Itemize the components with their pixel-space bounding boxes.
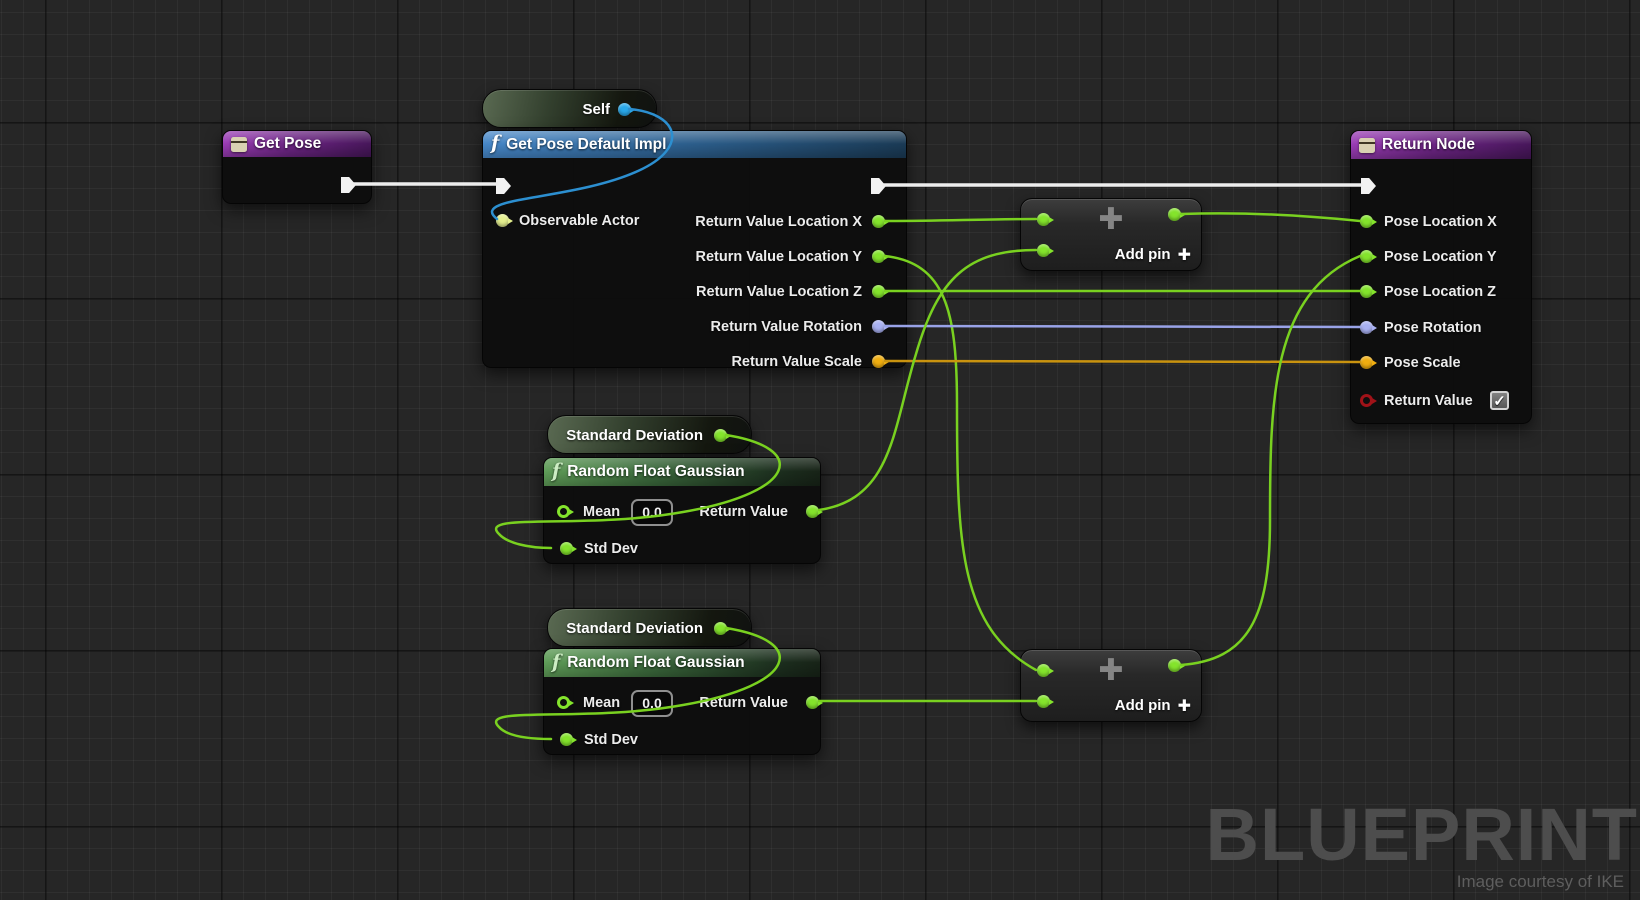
standard-deviation-label: Standard Deviation <box>566 620 703 637</box>
return-value-location-y-pin[interactable] <box>872 250 889 263</box>
node-rfg2-header[interactable]: f Random Float Gaussian <box>544 649 820 677</box>
node-rfg1-header[interactable]: f Random Float Gaussian <box>544 458 820 486</box>
mean-input-pin[interactable] <box>557 696 574 709</box>
node-get-pose-default-impl[interactable]: f Get Pose Default Impl Observable Actor… <box>482 130 907 370</box>
exec-input-pin[interactable] <box>496 178 511 194</box>
wire-rotation-to-pose-rotation <box>883 324 1362 329</box>
watermark-credit: Image courtesy of IKE <box>1456 872 1624 891</box>
node-get-pose-title: Get Pose <box>254 135 322 152</box>
pose-location-z-label: Pose Location Z <box>1384 284 1496 300</box>
node-random-float-gaussian-1[interactable]: f Random Float Gaussian Mean 0.0 Return … <box>543 457 823 564</box>
function-entry-icon <box>231 136 247 152</box>
node-rfg1-title: Random Float Gaussian <box>567 463 745 480</box>
mean-label: Mean <box>583 504 621 520</box>
function-icon: f <box>491 132 500 154</box>
pose-location-x-pin[interactable] <box>1360 215 1377 228</box>
mean-value-field[interactable]: 0.0 <box>631 690 673 717</box>
add-pin-plus-icon: ✚ <box>1177 696 1191 715</box>
node-return[interactable]: Return Node Pose Location X Pose Locatio… <box>1350 130 1532 424</box>
add-plus-icon: ✚ <box>1098 653 1124 688</box>
add-pin-label: Add pin <box>1114 246 1171 263</box>
wire-scale-to-pose-scale <box>883 359 1362 364</box>
return-value-label: Return Value <box>1384 393 1473 409</box>
add-pin-button[interactable]: Add pin ✚ <box>1115 245 1191 264</box>
standard-deviation-label: Standard Deviation <box>566 427 703 444</box>
pose-rotation-label: Pose Rotation <box>1384 320 1482 336</box>
return-value-label: Return Value <box>699 695 788 711</box>
mean-label: Mean <box>583 695 621 711</box>
wire-add2-to-pose-location-y <box>1179 254 1362 667</box>
self-output-pin[interactable] <box>618 103 635 116</box>
node-return-title: Return Node <box>1382 136 1475 153</box>
node-get-pose[interactable]: Get Pose <box>222 130 372 204</box>
node-random-float-gaussian-2[interactable]: f Random Float Gaussian Mean 0.0 Return … <box>543 648 823 755</box>
pose-location-y-pin[interactable] <box>1360 250 1377 263</box>
node-get-pose-header[interactable]: Get Pose <box>223 131 371 157</box>
std-dev-input-pin[interactable] <box>560 542 577 555</box>
add-pin-label: Add pin <box>1114 697 1171 714</box>
exec-output-pin[interactable] <box>341 177 356 193</box>
std-dev-label: Std Dev <box>584 732 638 748</box>
function-icon: f <box>552 650 561 673</box>
return-value-scale-label: Return Value Scale <box>731 354 862 370</box>
add-pin-plus-icon: ✚ <box>1177 245 1191 264</box>
watermark-title: BLUEPRINT <box>1205 793 1638 877</box>
pose-location-x-label: Pose Location X <box>1384 214 1497 230</box>
pose-scale-pin[interactable] <box>1360 356 1377 369</box>
return-value-rotation-label: Return Value Rotation <box>710 319 862 335</box>
exec-input-pin[interactable] <box>1361 178 1376 194</box>
watermark: BLUEPRINT Image courtesy of IKE <box>1205 793 1638 892</box>
standard-deviation-output-pin[interactable] <box>714 429 731 442</box>
return-value-location-y-label: Return Value Location Y <box>695 249 862 265</box>
mean-value-field[interactable]: 0.0 <box>631 499 673 526</box>
add-input-pin-a[interactable] <box>1037 664 1054 677</box>
add-pin-button[interactable]: Add pin ✚ <box>1115 696 1191 715</box>
std-dev-input-pin[interactable] <box>560 733 577 746</box>
node-rfg2-title: Random Float Gaussian <box>567 654 745 671</box>
node-self[interactable]: Self <box>482 89 657 128</box>
pose-location-z-pin[interactable] <box>1360 285 1377 298</box>
function-icon: f <box>552 459 561 482</box>
node-return-header[interactable]: Return Node <box>1351 131 1531 159</box>
add-input-pin-a[interactable] <box>1037 213 1054 226</box>
node-standard-deviation-2[interactable]: Standard Deviation <box>547 608 752 647</box>
observable-actor-label: Observable Actor <box>519 213 640 229</box>
return-value-rotation-pin[interactable] <box>872 320 889 333</box>
exec-output-pin[interactable] <box>871 178 886 194</box>
return-value-location-x-label: Return Value Location X <box>695 214 862 230</box>
return-value-location-x-pin[interactable] <box>872 215 889 228</box>
standard-deviation-output-pin[interactable] <box>714 622 731 635</box>
node-add-1[interactable]: ✚ Add pin ✚ <box>1020 198 1202 271</box>
std-dev-label: Std Dev <box>584 541 638 557</box>
return-value-pin[interactable] <box>1360 394 1377 407</box>
pose-rotation-pin[interactable] <box>1360 321 1377 334</box>
add-input-pin-b[interactable] <box>1037 244 1054 257</box>
pose-location-y-label: Pose Location Y <box>1384 249 1497 265</box>
wire-location-y-to-add2 <box>883 254 1038 672</box>
observable-actor-input-pin[interactable] <box>496 214 513 227</box>
node-self-label: Self <box>582 101 610 118</box>
mean-input-pin[interactable] <box>557 505 574 518</box>
add-plus-icon: ✚ <box>1098 202 1124 237</box>
return-value-scale-pin[interactable] <box>872 355 889 368</box>
node-gpdi-title: Get Pose Default Impl <box>506 135 667 153</box>
return-value-output-pin[interactable] <box>806 505 823 518</box>
return-value-location-z-label: Return Value Location Z <box>696 284 862 300</box>
return-value-output-pin[interactable] <box>806 696 823 709</box>
wire-location-x-to-add1 <box>883 217 1038 223</box>
wire-add1-to-pose-location-x <box>1179 212 1362 223</box>
return-value-label: Return Value <box>699 504 788 520</box>
node-add-2[interactable]: ✚ Add pin ✚ <box>1020 649 1202 722</box>
node-standard-deviation-1[interactable]: Standard Deviation <box>547 415 752 454</box>
return-value-checkbox[interactable]: ✓ <box>1490 391 1509 410</box>
return-value-location-z-pin[interactable] <box>872 285 889 298</box>
function-result-icon <box>1359 137 1375 153</box>
add-input-pin-b[interactable] <box>1037 695 1054 708</box>
pose-scale-label: Pose Scale <box>1384 355 1461 371</box>
node-gpdi-header[interactable]: f Get Pose Default Impl <box>483 131 906 158</box>
